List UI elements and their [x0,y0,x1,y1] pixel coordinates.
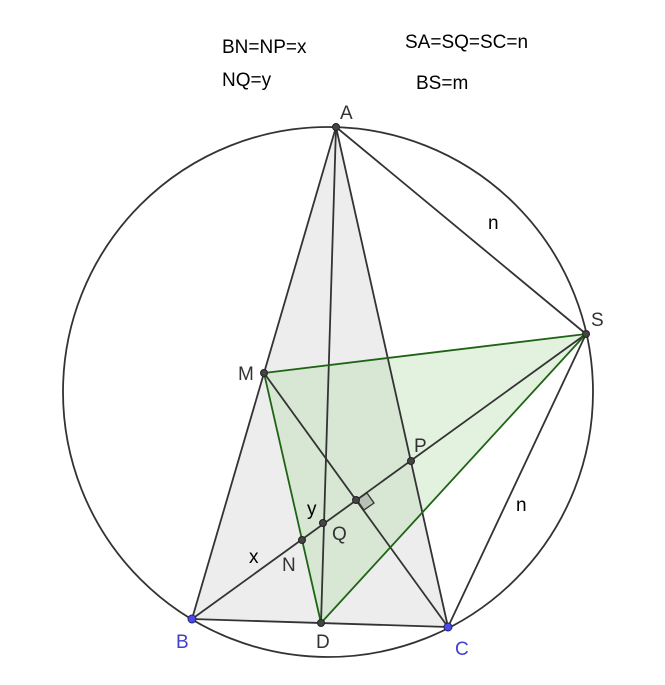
triangle-msd-fill [264,334,586,623]
note-sa-sq-sc: SA=SQ=SC=n [405,32,528,53]
point-n [298,536,306,544]
label-p: P [414,436,427,457]
label-n: N [282,555,296,576]
point-m [260,369,268,377]
triangle-abc-fill [192,127,448,627]
label-segment-sc: n [516,495,527,516]
point-a [332,123,340,131]
note-nq: NQ=y [222,70,272,91]
right-angle-marker [356,492,375,511]
label-c: C [455,639,469,660]
segment-ms [263,333,587,374]
point-s [582,330,590,338]
segment-sc [447,333,587,628]
label-a: A [340,103,353,124]
segment-sd [320,333,587,624]
point-d [317,619,325,627]
segment-as [335,126,587,335]
point-c [443,622,453,632]
note-bn-np: BN=NP=x [222,37,307,58]
segment-ac [335,126,449,628]
point-p [407,457,415,465]
label-s: S [591,310,604,331]
point-q [319,519,327,527]
label-segment-nq: y [307,499,317,520]
label-segment-bn: x [249,547,259,568]
label-d: D [316,632,330,653]
point-h [352,496,360,504]
label-q: Q [332,524,347,545]
label-b: B [176,632,189,653]
segment-bs [191,333,587,620]
note-bs: BS=m [416,73,468,94]
segment-ad [320,126,337,624]
label-m: M [238,364,254,385]
label-segment-as: n [488,213,499,234]
segment-md [263,372,322,624]
circumcircle [62,126,594,658]
point-b [187,614,197,624]
